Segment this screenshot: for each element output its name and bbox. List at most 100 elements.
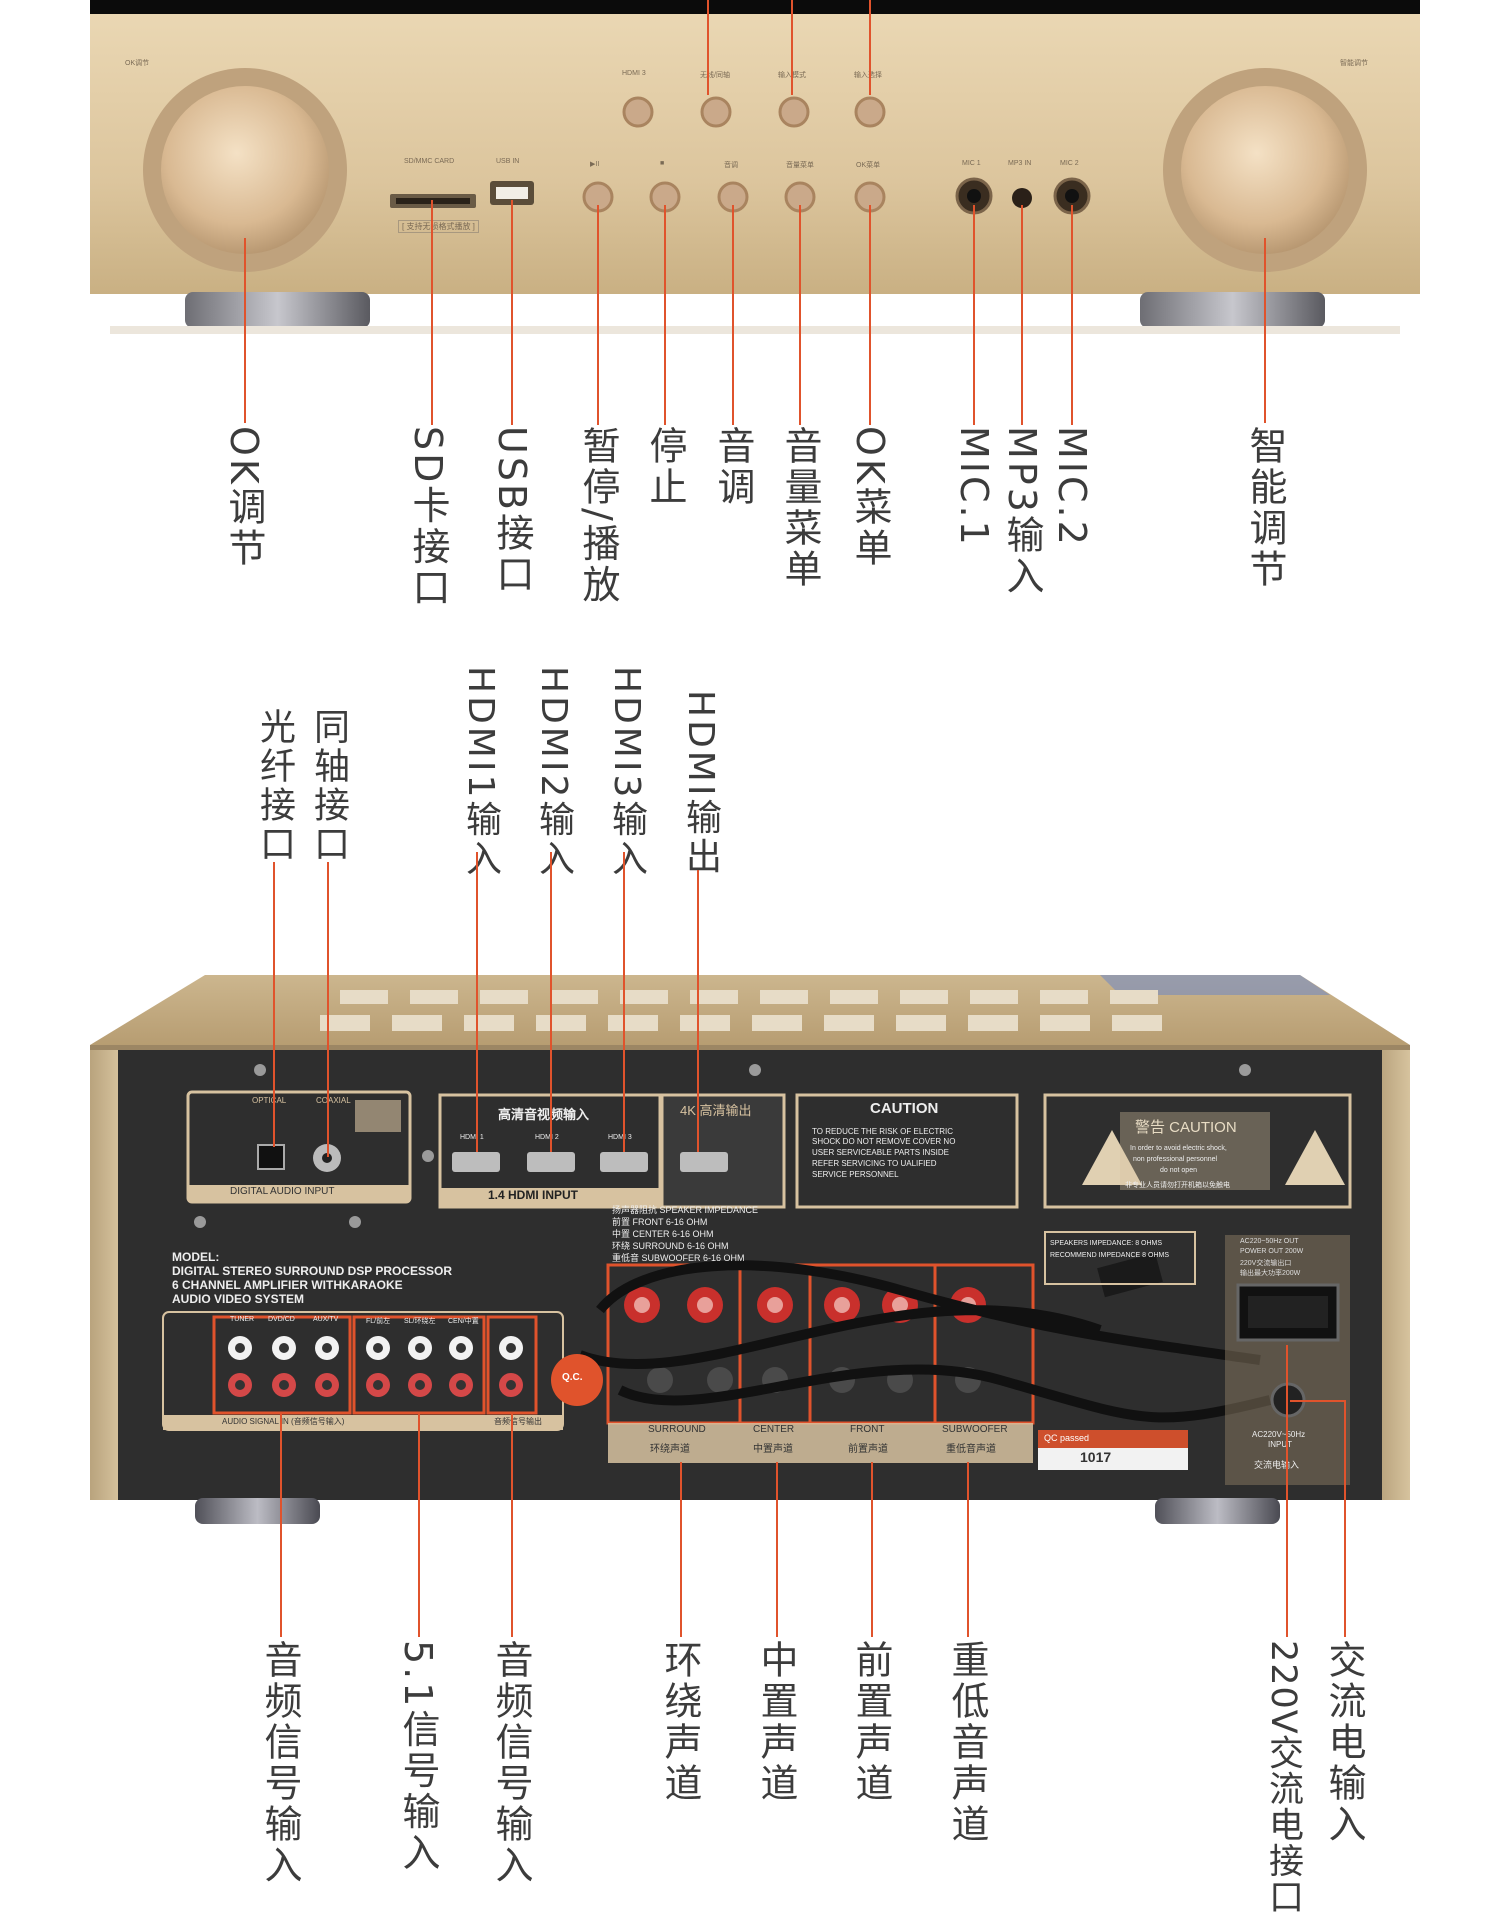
media-caption: [ 支持无损格式播放 ]	[398, 220, 479, 233]
coaxial-label: COAXIAL	[316, 1096, 351, 1105]
leader-line	[697, 870, 699, 1152]
leader-line-horizontal	[1290, 1400, 1346, 1402]
leader-line	[1286, 1345, 1288, 1637]
leader-line	[431, 200, 433, 425]
bottom-button-label-3: 音调	[724, 162, 738, 169]
leader-line	[799, 205, 801, 425]
callout-audio-signal-in: 音频信号输入	[258, 1640, 302, 1886]
callout-mic1: MIC.1	[952, 426, 996, 548]
hdmi3-label: HDMI 3	[608, 1134, 632, 1141]
leader-line	[511, 1412, 513, 1637]
group-subwoofer: SUBWOOFER	[942, 1424, 1008, 1435]
model-line-2: DIGITAL STEREO SURROUND DSP PROCESSOR	[172, 1264, 453, 1278]
audio-signal-in-label: AUDIO SIGNAL IN (音频信号输入)	[222, 1417, 345, 1426]
impedance-line-4: 环绕 SURROUND 6-16 OHM	[612, 1241, 729, 1251]
rca-label-dvd: DVD/CD	[268, 1316, 295, 1323]
callout-surround: 环绕声道	[658, 1640, 702, 1804]
power-out-line-2: POWER OUT 200W	[1240, 1248, 1304, 1255]
callout-usb: USB接口	[490, 426, 534, 596]
warning-title: 警告 CAUTION	[1135, 1119, 1237, 1136]
speakers-impedance-1: SPEAKERS IMPEDANCE: 8 OHMS	[1050, 1240, 1163, 1247]
leader-line	[273, 862, 275, 1147]
leader-line	[1021, 205, 1023, 425]
leader-line	[871, 1462, 873, 1637]
leader-line	[623, 852, 625, 1152]
bottom-button-label-5: OK菜单	[856, 162, 881, 169]
front-panel-section: OK调节 智能调节 HDMI 3 无线/同轴 输入模式 输入选择 SD/MMC …	[0, 0, 1500, 608]
callout-pause-play: 暂停/播放	[576, 426, 620, 606]
hdmi1-label: HDMI 1	[460, 1134, 484, 1141]
leader-line	[732, 205, 734, 425]
callout-220v-socket: 220V交流电接口	[1263, 1640, 1303, 1915]
foot-left	[185, 292, 370, 328]
model-line-1: MODEL:	[172, 1250, 220, 1264]
power-in-line-1: AC220V~50Hz	[1252, 1430, 1306, 1439]
hdmi3-port	[600, 1152, 648, 1172]
serial-number: 1017	[1080, 1449, 1112, 1465]
digital-audio-input-label: DIGITAL AUDIO INPUT	[230, 1186, 335, 1197]
power-in-cn: 交流电输入	[1254, 1460, 1300, 1470]
callout-5-1-input: 5.1信号输入	[396, 1640, 440, 1874]
leader-line	[776, 1462, 778, 1637]
top-button-label-2: 无线/同轴	[700, 72, 730, 79]
hdmi-out-port	[680, 1152, 728, 1172]
callout-ok-menu: OK菜单	[848, 426, 892, 569]
leader-line	[869, 205, 871, 425]
caution-line-4: REFER SERVICING TO UALIFIED	[812, 1159, 937, 1168]
callout-ac-input: 交流电输入	[1322, 1640, 1366, 1845]
warning-line-4: 非专业人员请勿打开机箱以免触电	[1125, 1182, 1230, 1189]
callout-audio-signal-in-2: 音频信号输入	[489, 1640, 533, 1886]
ok-knob-label: OK调节	[125, 60, 150, 67]
mic2-label: MIC 2	[1060, 160, 1079, 167]
group-front-cn: 前置声道	[848, 1444, 888, 1455]
caution-box	[795, 1093, 1019, 1209]
mp3-label: MP3 IN	[1008, 160, 1032, 167]
rca-label-sl: SL/环绕左	[404, 1318, 436, 1325]
qc-passed-label: QC passed	[1044, 1433, 1090, 1443]
hdmi2-port	[527, 1152, 575, 1172]
warning-line-2: non professional personnel	[1133, 1156, 1218, 1163]
leader-line	[418, 1412, 420, 1637]
leader-line	[327, 862, 329, 1157]
smart-knob-label: 智能调节	[1340, 60, 1368, 67]
model-line-3: 6 CHANNEL AMPLIFIER WITHKARAOKE	[172, 1278, 403, 1292]
power-in-line-2: INPUT	[1268, 1440, 1292, 1449]
warning-line-1: In order to avoid electric shock,	[1130, 1145, 1227, 1152]
display-strip	[90, 0, 1420, 14]
leader-line	[707, 0, 709, 95]
callout-front: 前置声道	[849, 1640, 893, 1804]
power-out-line-3: 220V交流输出口	[1240, 1260, 1292, 1267]
leader-line	[280, 1412, 282, 1637]
hdmi-input-title: 高清音视频输入	[498, 1107, 590, 1122]
callout-volume-menu: 音量菜单	[778, 426, 822, 590]
callout-hdmi-out: HDMI输出	[680, 690, 721, 877]
callout-tone: 音调	[711, 426, 755, 508]
bottom-button-label-1: ▶II	[590, 161, 600, 168]
callout-smart-knob: 智能调节	[1243, 426, 1287, 590]
optical-port	[257, 1144, 285, 1170]
callout-sd-card: SD卡接口	[406, 426, 450, 609]
caution-line-3: USER SERVICEABLE PARTS INSIDE	[812, 1148, 949, 1157]
callout-ok-knob: OK调节	[222, 426, 266, 569]
callout-center: 中置声道	[754, 1640, 798, 1804]
warning-box	[1043, 1093, 1352, 1209]
impedance-line-2: 前置 FRONT 6-16 OHM	[612, 1217, 708, 1227]
power-out-line-4: 输出最大功率200W	[1240, 1270, 1301, 1277]
callout-mp3-in: MP3输入	[1000, 426, 1044, 597]
mic1-label: MIC 1	[962, 160, 981, 167]
stereo-input-highlight	[212, 1315, 352, 1415]
optical-label: OPTICAL	[252, 1096, 287, 1105]
smart-knob	[1181, 86, 1349, 254]
leader-line	[869, 0, 871, 95]
callout-optical: 光纤接口	[254, 708, 295, 864]
group-surround-cn: 环绕声道	[650, 1444, 690, 1455]
caution-title: CAUTION	[870, 1100, 939, 1117]
audio-out-label: 音频信号输出	[494, 1417, 542, 1426]
sd-label: SD/MMC CARD	[404, 158, 455, 165]
leader-line	[1264, 238, 1266, 423]
bottom-button-label-2: ■	[660, 160, 665, 167]
hdmi-out-title: 4K 高清输出	[680, 1103, 752, 1118]
speaker-terminals	[624, 1287, 986, 1393]
hdmi2-label: HDMI 2	[535, 1134, 559, 1141]
caution-line-1: TO REDUCE THE RISK OF ELECTRIC	[812, 1127, 954, 1136]
